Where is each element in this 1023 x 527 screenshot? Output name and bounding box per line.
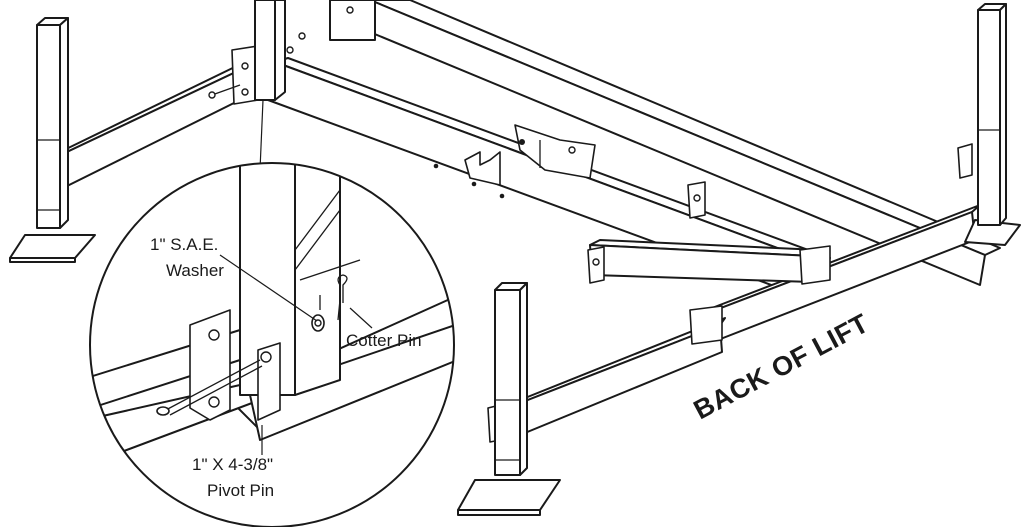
cotter-pin-leader [349, 307, 373, 329]
front-post [457, 282, 561, 516]
lift-frame [9, 0, 1021, 516]
washer-leader [219, 254, 318, 322]
left-post [9, 17, 96, 263]
washer-label-line2: Washer [166, 261, 224, 280]
callout-leaders [219, 254, 373, 455]
detail-leader-line [259, 99, 264, 171]
right-post [964, 3, 1021, 246]
pivot-pin-label-line1: 1" X 4-3/8" [192, 455, 273, 474]
cotter-pin-label: Cotter Pin [346, 331, 422, 350]
beam-brackets [208, 45, 973, 443]
pivot-pin-label-line2: Pivot Pin [207, 481, 274, 500]
washer-label-line1: 1" S.A.E. [150, 235, 218, 254]
corner-post [254, 0, 376, 101]
detail-magnifier [89, 162, 455, 527]
upper-back-beam [364, 0, 1001, 286]
